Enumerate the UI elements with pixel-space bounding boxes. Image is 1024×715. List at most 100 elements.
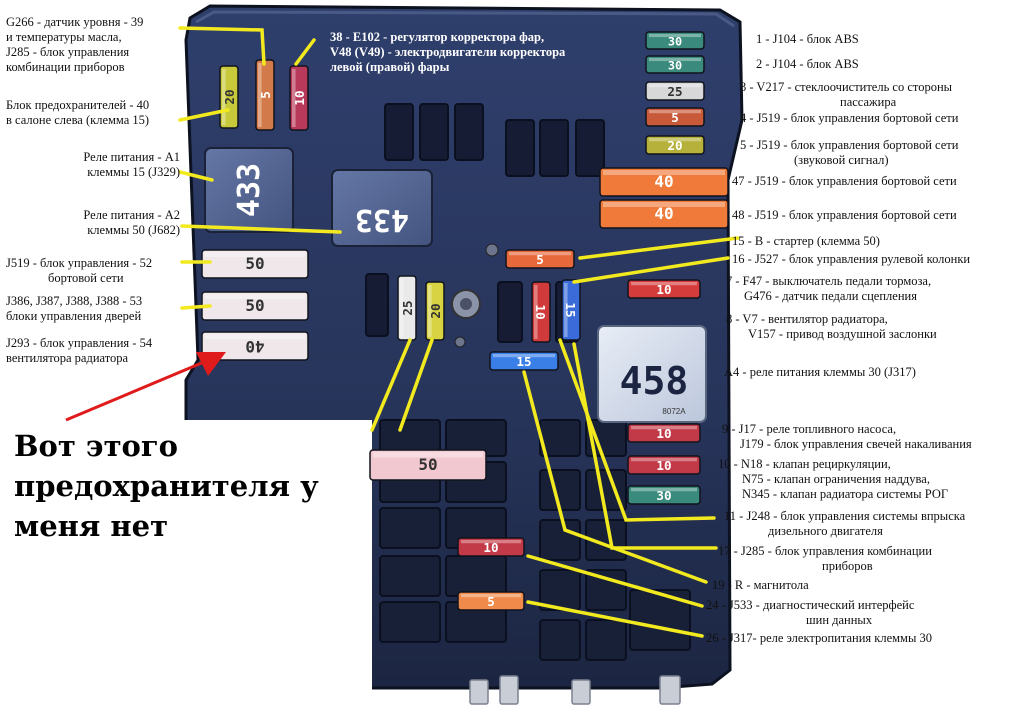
fuse-highlight bbox=[564, 283, 568, 337]
fuse-10a: 10 bbox=[627, 455, 701, 475]
fuse-rating-label: 15 bbox=[516, 354, 531, 369]
fuse-highlight bbox=[603, 170, 725, 176]
fuse-highlight bbox=[649, 138, 701, 142]
label-right-47: 47 - J519 - блок управления бортовой сет… bbox=[732, 174, 957, 188]
fuse-5a: 5 bbox=[255, 59, 275, 131]
fuse-body bbox=[397, 275, 417, 341]
relay-a2: 433 bbox=[331, 169, 433, 247]
fuse-30a: 30 bbox=[627, 485, 701, 505]
relay-a4-number: 458 bbox=[620, 359, 689, 403]
relay-a4-code: 8072A bbox=[662, 407, 686, 416]
label-right-3: 3 - V217 - стеклоочиститель со стороны п… bbox=[740, 80, 953, 109]
fuse-body bbox=[457, 537, 525, 557]
label-right-8: 8 - V7 - вентилятор радиатора, V157 - пр… bbox=[726, 312, 937, 341]
arrow-head bbox=[196, 352, 226, 376]
fuse-highlight bbox=[631, 458, 697, 462]
leader-line bbox=[526, 600, 704, 638]
fuse-body bbox=[627, 485, 701, 505]
fuse-body bbox=[425, 281, 445, 341]
label-right-a4: А4 - реле питания клеммы 30 (J317) bbox=[724, 365, 916, 379]
relay-a2-number: 433 bbox=[355, 202, 409, 237]
leader-line bbox=[178, 26, 266, 66]
fuse-highlight bbox=[461, 594, 521, 598]
fuse-rating-label: 15 bbox=[563, 302, 578, 317]
leader-line bbox=[522, 370, 708, 584]
fuse-rating-label: 30 bbox=[668, 59, 682, 73]
relay-a1-number: 433 bbox=[232, 163, 267, 217]
fuse-body bbox=[289, 65, 309, 131]
label-right-16: 16 - J527 - блок управления рулевой коло… bbox=[732, 252, 971, 266]
fuse-highlight bbox=[631, 488, 697, 492]
label-left-a1: Реле питания - А1 клеммы 15 (J329) bbox=[83, 150, 180, 179]
fuse-rating-label: 5 bbox=[536, 252, 544, 267]
fuse-15a: 15 bbox=[561, 279, 581, 341]
fuse-30a: 30 bbox=[645, 31, 705, 50]
label-right-15: 15 - В - стартер (клемма 50) bbox=[732, 234, 880, 248]
fuse-body bbox=[645, 135, 705, 155]
fuse-highlight bbox=[649, 58, 701, 62]
fuse-20a: 20 bbox=[645, 135, 705, 155]
fuse-25a: 25 bbox=[645, 81, 705, 101]
fuse-highlight bbox=[649, 34, 701, 38]
fuse-5a: 5 bbox=[505, 249, 575, 269]
leader-line bbox=[178, 170, 214, 182]
fuse-10a: 10 bbox=[627, 279, 701, 299]
fuse-20a: 20 bbox=[219, 65, 239, 129]
fuse-40a: 40 bbox=[599, 167, 729, 197]
fuse-rating-label: 10 bbox=[533, 304, 548, 319]
leader-line bbox=[558, 338, 716, 522]
fuse-rating-label: 40 bbox=[654, 204, 673, 223]
fuse-50a: 50 bbox=[201, 291, 309, 321]
fuse-rating-label: 5 bbox=[487, 594, 495, 609]
label-left-39: G266 - датчик уровня - 39 и температуры … bbox=[6, 15, 144, 74]
fuse-40a: 40 bbox=[201, 331, 309, 361]
label-right-17: 17 - J285 - блок управления комбинации п… bbox=[718, 544, 932, 573]
fuse-30a: 30 bbox=[645, 55, 705, 74]
fuse-10a: 10 bbox=[457, 537, 525, 557]
fuse-25a: 25 bbox=[397, 275, 417, 341]
label-left-40: Блок предохранителей - 40 в салоне слева… bbox=[6, 98, 150, 127]
fuse-body bbox=[489, 351, 559, 371]
fuse-highlight bbox=[400, 279, 404, 337]
fuse-body bbox=[505, 249, 575, 269]
fuse-body bbox=[627, 279, 701, 299]
label-right-4: 4 - J519 - блок управления бортовой сети bbox=[740, 111, 959, 125]
label-right-9: 9 - J17 - реле топливного насоса, J179 -… bbox=[722, 422, 972, 451]
label-top-38: 38 - Е102 - регулятор корректора фар, V4… bbox=[330, 30, 566, 74]
label-right-11: 11 - J248 - блок управления системы впры… bbox=[724, 509, 966, 538]
fuse-highlight bbox=[461, 540, 521, 544]
fuse-10a: 10 bbox=[627, 423, 701, 443]
fuse-body bbox=[599, 199, 729, 229]
fuse-highlight bbox=[205, 294, 305, 300]
fuse-rating-label: 20 bbox=[222, 89, 237, 104]
fuse-rating-label: 50 bbox=[245, 254, 264, 273]
fuse-highlight bbox=[649, 110, 701, 114]
fuse-body bbox=[645, 107, 705, 127]
fuse-highlight bbox=[292, 69, 296, 127]
label-right-19: 19 - R - магнитола bbox=[712, 578, 809, 592]
fuse-10a: 10 bbox=[289, 65, 309, 131]
fuse-rating-label: 40 bbox=[654, 172, 673, 191]
fuse-highlight bbox=[428, 285, 432, 337]
center-screw bbox=[451, 243, 499, 348]
fuse-rating-label: 10 bbox=[292, 90, 307, 105]
fuse-body bbox=[627, 455, 701, 475]
fuse-highlight bbox=[373, 452, 483, 458]
leader-line bbox=[572, 256, 730, 284]
fuse-rating-label: 5 bbox=[671, 110, 679, 125]
fuse-body bbox=[645, 55, 705, 74]
fuse-10a: 10 bbox=[531, 281, 551, 343]
fuse-5a: 5 bbox=[645, 107, 705, 127]
relay-a4: 458 8072A bbox=[597, 325, 707, 423]
fuse-rating-label: 20 bbox=[667, 138, 682, 153]
missing-fuse-arrow bbox=[65, 352, 226, 422]
label-left-53: J386, J387, J388, J388 - 53 блоки управл… bbox=[6, 294, 143, 323]
leader-line bbox=[370, 338, 412, 432]
fuse-rating-label: 50 bbox=[245, 296, 264, 315]
fuse-rating-label: 50 bbox=[418, 455, 437, 474]
fuse-rating-label: 5 bbox=[258, 91, 273, 99]
fuse-rating-label: 25 bbox=[400, 300, 415, 315]
